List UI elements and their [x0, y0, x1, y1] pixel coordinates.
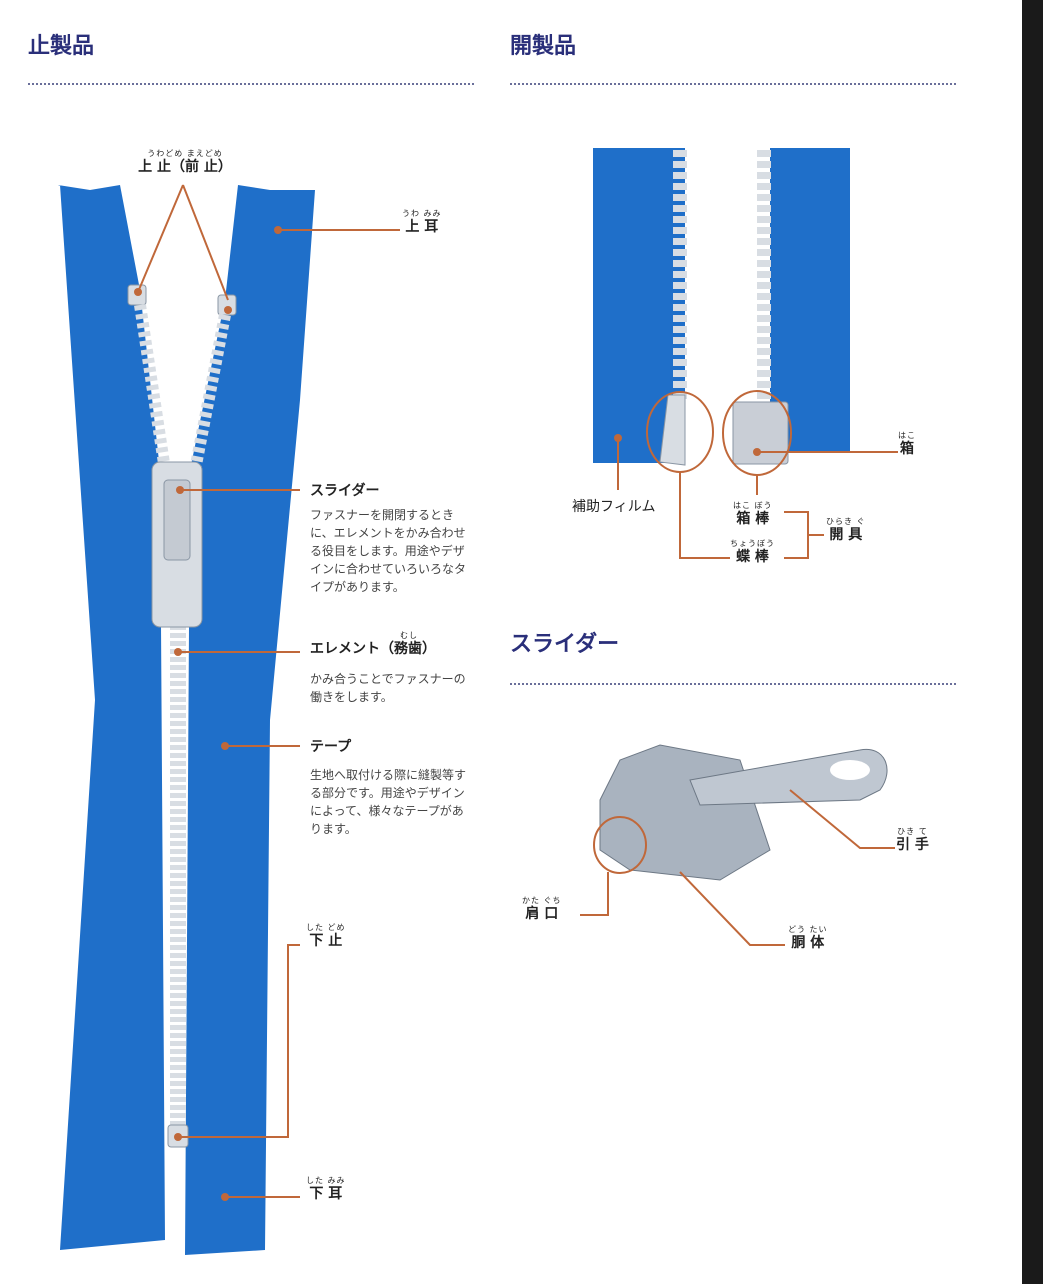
label-shoulder: かた ぐち肩 口: [522, 896, 562, 922]
label-slider: スライダー: [310, 483, 380, 499]
closed-leader-lines: [137, 184, 400, 1198]
label-element: むしエレメント（務歯）: [310, 631, 436, 657]
window-edge: [1022, 0, 1043, 1284]
label-body: どう たい胴 体: [788, 925, 828, 951]
slider-leader-lines: [580, 789, 895, 946]
heading-closed: 止製品: [28, 34, 95, 59]
divider: [510, 683, 956, 685]
open-zipper-image: [593, 148, 850, 466]
label-pull: ひき て引 手: [896, 827, 929, 853]
heading-slider: スライダー: [510, 632, 620, 657]
open-leader-lines: [617, 390, 898, 559]
label-bottom-stop: した どめ下 止: [306, 923, 346, 949]
label-box: はこ箱: [898, 431, 916, 457]
label-tape: テープ: [310, 739, 352, 755]
label-top-stop: うわどめ まえどめ上 止（前 止）: [138, 149, 232, 175]
label-top-ear: うわ みみ上 耳: [402, 209, 442, 235]
label-bottom-ear: した みみ下 耳: [306, 1176, 346, 1202]
desc-slider: ファスナーを開閉するときに、エレメントをかみ合わせる役目をします。用途やデザイン…: [310, 508, 467, 594]
label-box-pin: はこ ぼう箱 棒: [733, 501, 773, 527]
desc-element: かみ合うことでファスナーの働きをします。: [310, 672, 466, 704]
heading-open: 開製品: [510, 34, 577, 59]
closed-zipper-image: [58, 185, 315, 1255]
label-film: 補助フィルム: [572, 499, 656, 515]
divider: [510, 83, 956, 85]
desc-tape: 生地へ取付ける際に縫製等する部分です。用途やデザインによって、様々なテープがあり…: [310, 768, 467, 836]
label-insert-pin: ちょうぼう蝶 棒: [730, 539, 775, 565]
slider-image: [599, 744, 888, 881]
divider: [28, 83, 474, 85]
label-opener: ひらき ぐ開 具: [826, 517, 866, 543]
